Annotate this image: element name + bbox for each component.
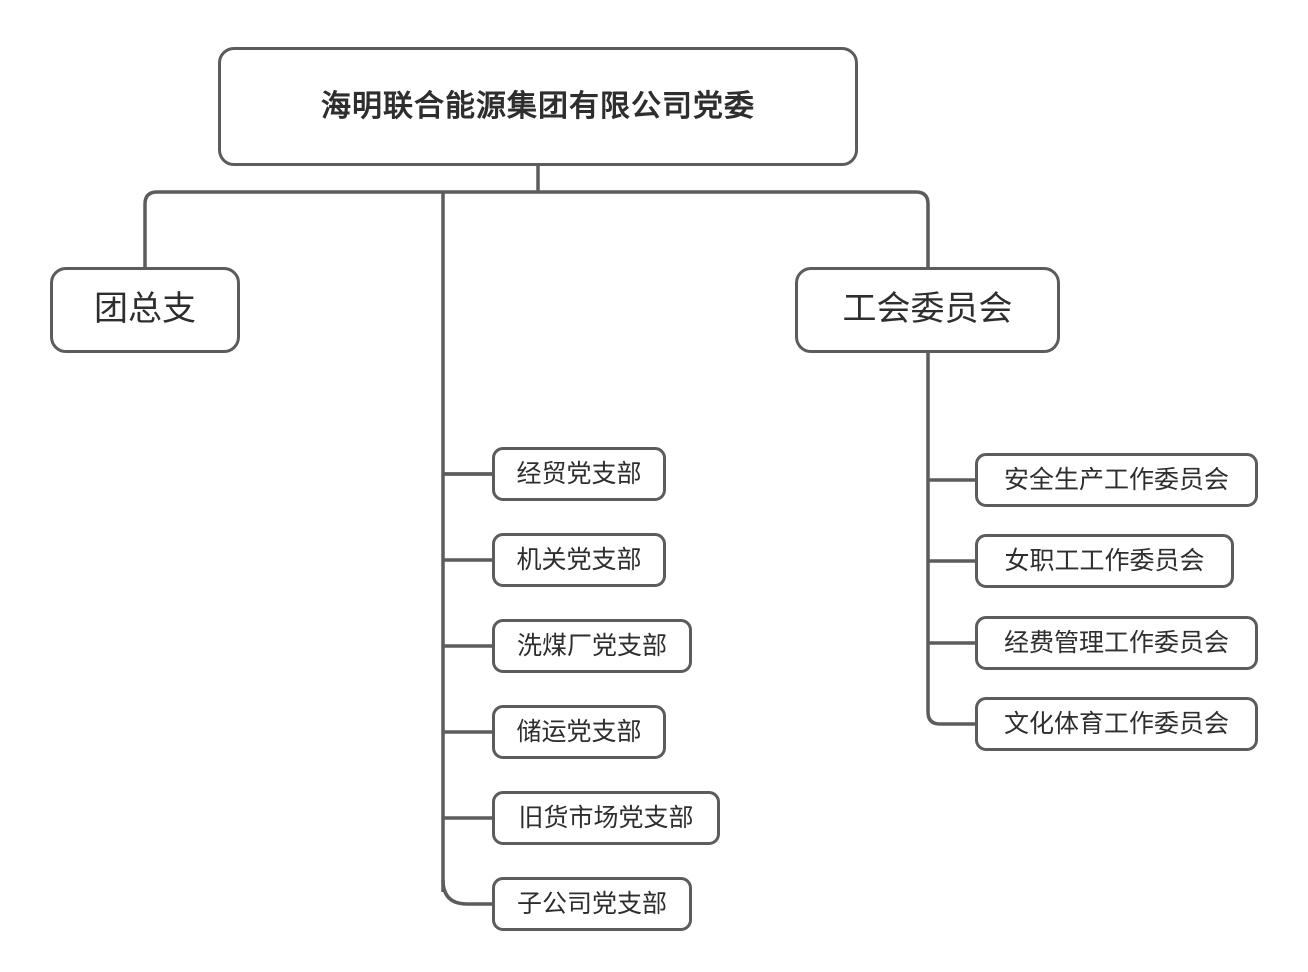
connector-bus-left <box>143 190 538 267</box>
node-union-committee[interactable]: 工会委员会 <box>795 267 1060 353</box>
connector-sub-4 <box>926 711 975 726</box>
node-party-branch-5-label: 旧货市场党支部 <box>518 803 694 833</box>
node-union-subcommittee-3-label: 经费管理工作委员会 <box>1003 628 1229 658</box>
node-party-branch-3[interactable]: 洗煤厂党支部 <box>492 619 692 673</box>
node-union-subcommittee-2-label: 女职工工作委员会 <box>1004 546 1205 576</box>
node-union-subcommittee-1-label: 安全生产工作委员会 <box>1003 465 1229 495</box>
connector-bus-right <box>538 190 930 267</box>
node-union-subcommittee-3[interactable]: 经费管理工作委员会 <box>975 616 1258 670</box>
connector-branch-6 <box>441 879 492 906</box>
node-party-branch-4[interactable]: 储运党支部 <box>492 705 666 759</box>
node-party-branch-5[interactable]: 旧货市场党支部 <box>492 791 720 845</box>
node-union-subcommittee-2[interactable]: 女职工工作委员会 <box>975 534 1234 588</box>
node-youth-league-label: 团总支 <box>94 289 196 330</box>
node-union-committee-label: 工会委员会 <box>842 289 1013 330</box>
node-party-branch-3-label: 洗煤厂党支部 <box>516 631 667 661</box>
node-union-subcommittee-4-label: 文化体育工作委员会 <box>1003 709 1229 739</box>
node-youth-league[interactable]: 团总支 <box>50 267 240 353</box>
node-root[interactable]: 海明联合能源集团有限公司党委 <box>218 47 858 166</box>
node-party-branch-1-label: 经贸党支部 <box>516 459 642 489</box>
node-party-branch-2-label: 机关党支部 <box>516 545 642 575</box>
node-union-subcommittee-1[interactable]: 安全生产工作委员会 <box>975 453 1258 507</box>
node-party-branch-6[interactable]: 子公司党支部 <box>492 877 692 931</box>
node-party-branch-2[interactable]: 机关党支部 <box>492 533 666 587</box>
node-party-branch-1[interactable]: 经贸党支部 <box>492 447 666 501</box>
node-party-branch-4-label: 储运党支部 <box>516 717 642 747</box>
node-party-branch-6-label: 子公司党支部 <box>516 889 667 919</box>
node-union-subcommittee-4[interactable]: 文化体育工作委员会 <box>975 697 1258 751</box>
node-root-label: 海明联合能源集团有限公司党委 <box>321 89 755 124</box>
